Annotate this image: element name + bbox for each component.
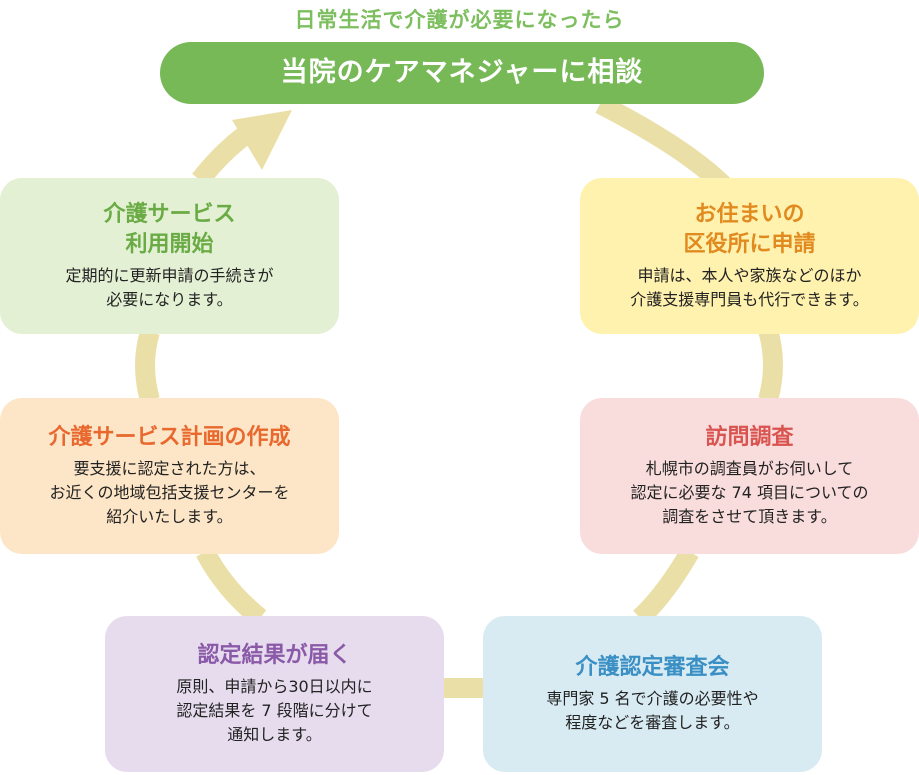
step-title: 介護サービス 利用開始 xyxy=(103,202,236,257)
step-description: 原則、申請から30日以内に 認定結果を 7 段階に分けて 通知します。 xyxy=(176,677,373,744)
step-service-start: 介護サービス 利用開始 定期的に更新申請の手続きが 必要になります。 xyxy=(0,178,339,334)
intro-caption: 日常生活で介護が必要になったら xyxy=(294,8,625,32)
ring-segment-right xyxy=(758,327,783,403)
step-apply-ward-office: お住まいの 区役所に申請 申請は、本人や家族などのほか 介護支援専門員も代行でき… xyxy=(580,178,919,334)
step-description: 要支援に認定された方は、 お近くの地域包括支援センターを 紹介いたします。 xyxy=(49,459,290,526)
step-title: お住まいの 区役所に申請 xyxy=(683,202,816,257)
ring-segment-bottom-left xyxy=(196,547,267,626)
step-title: 介護サービス計画の作成 xyxy=(48,425,291,450)
step-description: 専門家 5 名で介護の必要性や 程度などを審査します。 xyxy=(546,689,759,732)
step-care-certification-committee: 介護認定審査会 専門家 5 名で介護の必要性や 程度などを審査します。 xyxy=(483,616,822,772)
step-home-visit-survey: 訪問調査 札幌市の調査員がお伺いして 認定に必要な 74 項目についての 調査を… xyxy=(580,398,919,554)
ring-segment-bottom-right xyxy=(633,546,699,626)
step-title: 訪問調査 xyxy=(705,425,794,450)
step-title: 認定結果が届く xyxy=(197,643,352,668)
step-certification-result: 認定結果が届く 原則、申請から30日以内に 認定結果を 7 段階に分けて 通知し… xyxy=(105,616,444,772)
flow-arrow-icon xyxy=(232,110,292,170)
ring-segment-left xyxy=(135,329,160,403)
step-description: 申請は、本人や家族などのほか 介護支援専門員も代行できます。 xyxy=(630,266,869,309)
step-care-plan-creation: 介護サービス計画の作成 要支援に認定された方は、 お近くの地域包括支援センターを… xyxy=(0,398,339,554)
step-title: 介護認定審査会 xyxy=(575,655,730,680)
step-description: 札幌市の調査員がお伺いして 認定に必要な 74 項目についての 調査をさせて頂き… xyxy=(630,459,869,526)
consult-care-manager-banner: 当院のケアマネジャーに相談 xyxy=(160,42,764,104)
step-description: 定期的に更新申請の手続きが 必要になります。 xyxy=(65,266,274,309)
